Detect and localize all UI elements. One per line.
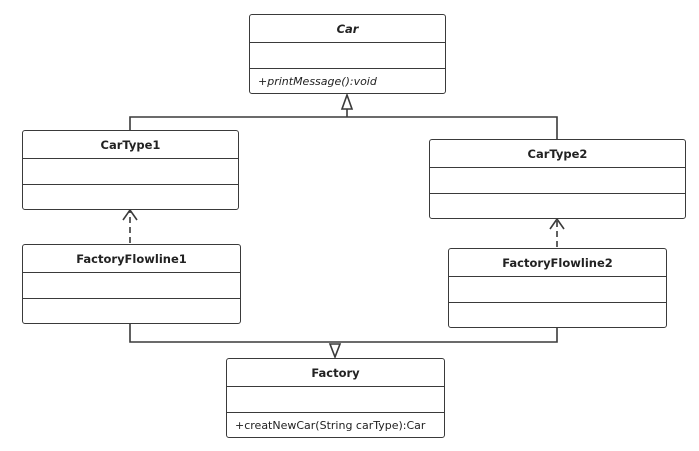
dependency-flowline2-to-cartype2 (549, 217, 565, 247)
connector-flowlines-to-factory (129, 324, 558, 343)
class-cartype1: CarType1 (22, 130, 239, 210)
operations-compartment: +creatNewCar(String carType):Car (227, 412, 444, 437)
class-name: Factory (311, 365, 360, 380)
class-name: Car (336, 21, 359, 36)
class-factory: Factory +creatNewCar(String carType):Car (226, 358, 445, 438)
class-name: FactoryFlowline1 (76, 251, 187, 266)
operations-compartment (430, 193, 685, 218)
hollow-triangle-arrowhead (328, 343, 342, 360)
attributes-compartment (23, 158, 238, 184)
attributes-compartment (430, 167, 685, 193)
class-car: Car +printMessage():void (249, 14, 446, 94)
class-factoryflowline1: FactoryFlowline1 (22, 244, 241, 324)
dependency-flowline1-to-cartype1 (122, 208, 138, 243)
operations-compartment (23, 184, 238, 209)
open-arrowhead (549, 217, 565, 230)
generalization-cartypes-to-car (129, 92, 558, 140)
generalization-flowlines-to-factory (129, 324, 558, 360)
class-name: CarType2 (527, 146, 588, 161)
operations-compartment (449, 302, 666, 327)
connector-cartype1-to-car (129, 116, 558, 140)
attributes-compartment (227, 386, 444, 412)
open-arrowhead (122, 208, 138, 221)
hollow-triangle-arrowhead (340, 92, 354, 110)
attributes-compartment (449, 276, 666, 302)
operations-compartment: +printMessage():void (250, 68, 445, 93)
class-factoryflowline2: FactoryFlowline2 (448, 248, 667, 328)
attributes-compartment (250, 42, 445, 68)
attributes-compartment (23, 272, 240, 298)
class-name: CarType1 (100, 137, 161, 152)
operations-compartment (23, 298, 240, 323)
class-cartype2: CarType2 (429, 139, 686, 219)
class-name: FactoryFlowline2 (502, 255, 613, 270)
